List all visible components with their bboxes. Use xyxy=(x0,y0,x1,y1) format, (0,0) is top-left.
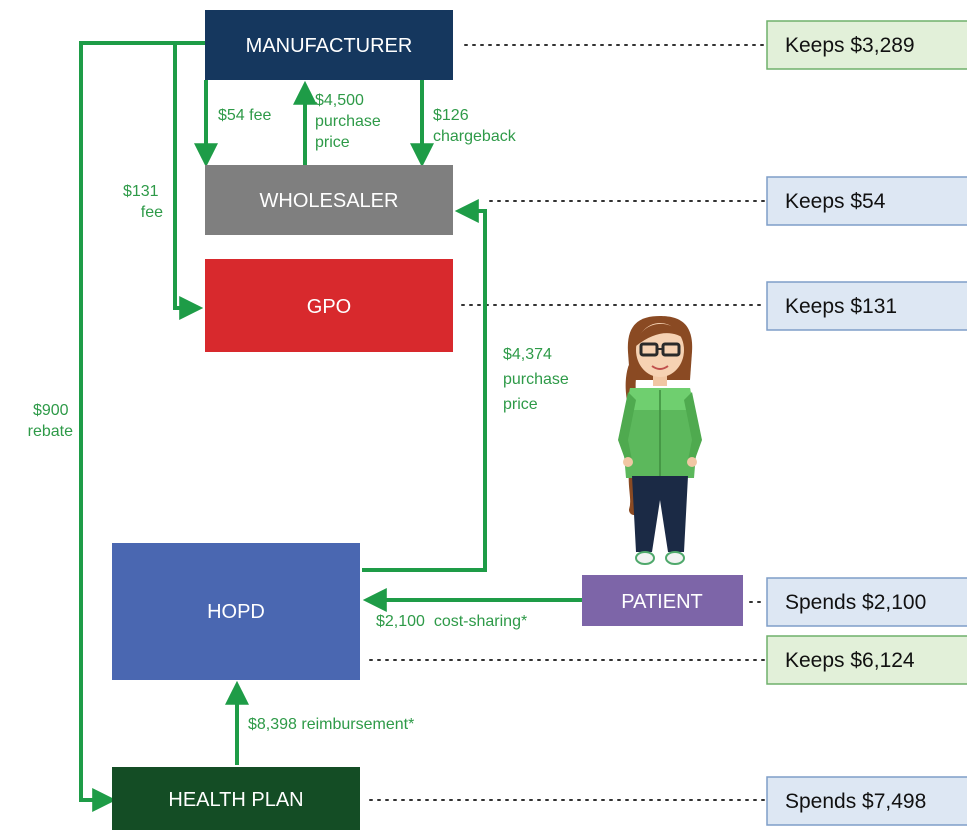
chargeback-126-line: chargeback xyxy=(433,128,517,145)
manufacturer-label: MANUFACTURER xyxy=(246,35,413,57)
purchase-4374-line: $4,374 xyxy=(503,346,552,363)
purchase-4374-label: $4,374 purchase price xyxy=(503,346,573,413)
purchase-4500-line: purchase xyxy=(315,113,381,130)
patient-woman-illustration xyxy=(618,316,702,565)
fee-131-line: $131 xyxy=(123,183,159,200)
gpo-fee-arrow xyxy=(173,43,204,320)
health-plan-box: HEALTH PLAN xyxy=(112,767,360,830)
reimbursement-label: $8,398 reimbursement* xyxy=(248,716,414,733)
rebate-900-line: $900 xyxy=(33,402,69,419)
patient-box: PATIENT xyxy=(582,575,743,626)
patient-outcome-label: Spends $2,100 xyxy=(785,591,926,614)
wholesaler-box: WHOLESALER xyxy=(205,165,453,235)
health-plan-outcome-label: Spends $7,498 xyxy=(785,790,926,813)
fee-131-line: fee xyxy=(141,204,163,221)
fee-54-label: $54 fee xyxy=(218,107,271,124)
cost-sharing-label: $2,100 cost-sharing* xyxy=(376,613,527,630)
patient-outcome-box: Spends $2,100 xyxy=(766,577,967,627)
chargeback-126-label: $126 chargeback xyxy=(433,107,517,145)
health-plan-outcome-box: Spends $7,498 xyxy=(766,776,967,826)
hopd-outcome-label: Keeps $6,124 xyxy=(785,649,915,672)
purchase-4374-line: price xyxy=(503,396,538,413)
hopd-purchase-arrow xyxy=(362,199,487,572)
hopd-outcome-box: Keeps $6,124 xyxy=(766,635,967,685)
purchase-4500-line: $4,500 xyxy=(315,92,364,109)
gpo-label: GPO xyxy=(307,296,351,318)
wholesaler-outcome-label: Keeps $54 xyxy=(785,190,886,213)
health-plan-label: HEALTH PLAN xyxy=(168,789,303,811)
gpo-outcome-label: Keeps $131 xyxy=(785,295,897,318)
manufacturer-box: MANUFACTURER xyxy=(205,10,453,80)
chargeback-126-line: $126 xyxy=(433,107,469,124)
wholesaler-label: WHOLESALER xyxy=(260,190,399,212)
purchase-4500-label: $4,500 purchase price xyxy=(315,92,385,151)
wholesaler-outcome-box: Keeps $54 xyxy=(766,176,967,226)
fee-131-label: $131 fee xyxy=(123,183,163,221)
patient-label: PATIENT xyxy=(621,591,702,613)
purchase-4374-line: purchase xyxy=(503,371,569,388)
manufacturer-outcome-box: Keeps $3,289 xyxy=(766,20,967,70)
rebate-arrow xyxy=(79,41,205,812)
gpo-outcome-box: Keeps $131 xyxy=(766,281,967,331)
rebate-900-label: $900 rebate xyxy=(28,402,73,440)
purchase-4500-line: price xyxy=(315,134,350,151)
rebate-900-line: rebate xyxy=(28,423,73,440)
gpo-box: GPO xyxy=(205,259,453,352)
hopd-box: HOPD xyxy=(112,543,360,680)
manufacturer-outcome-label: Keeps $3,289 xyxy=(785,34,915,57)
hopd-label: HOPD xyxy=(207,601,265,623)
